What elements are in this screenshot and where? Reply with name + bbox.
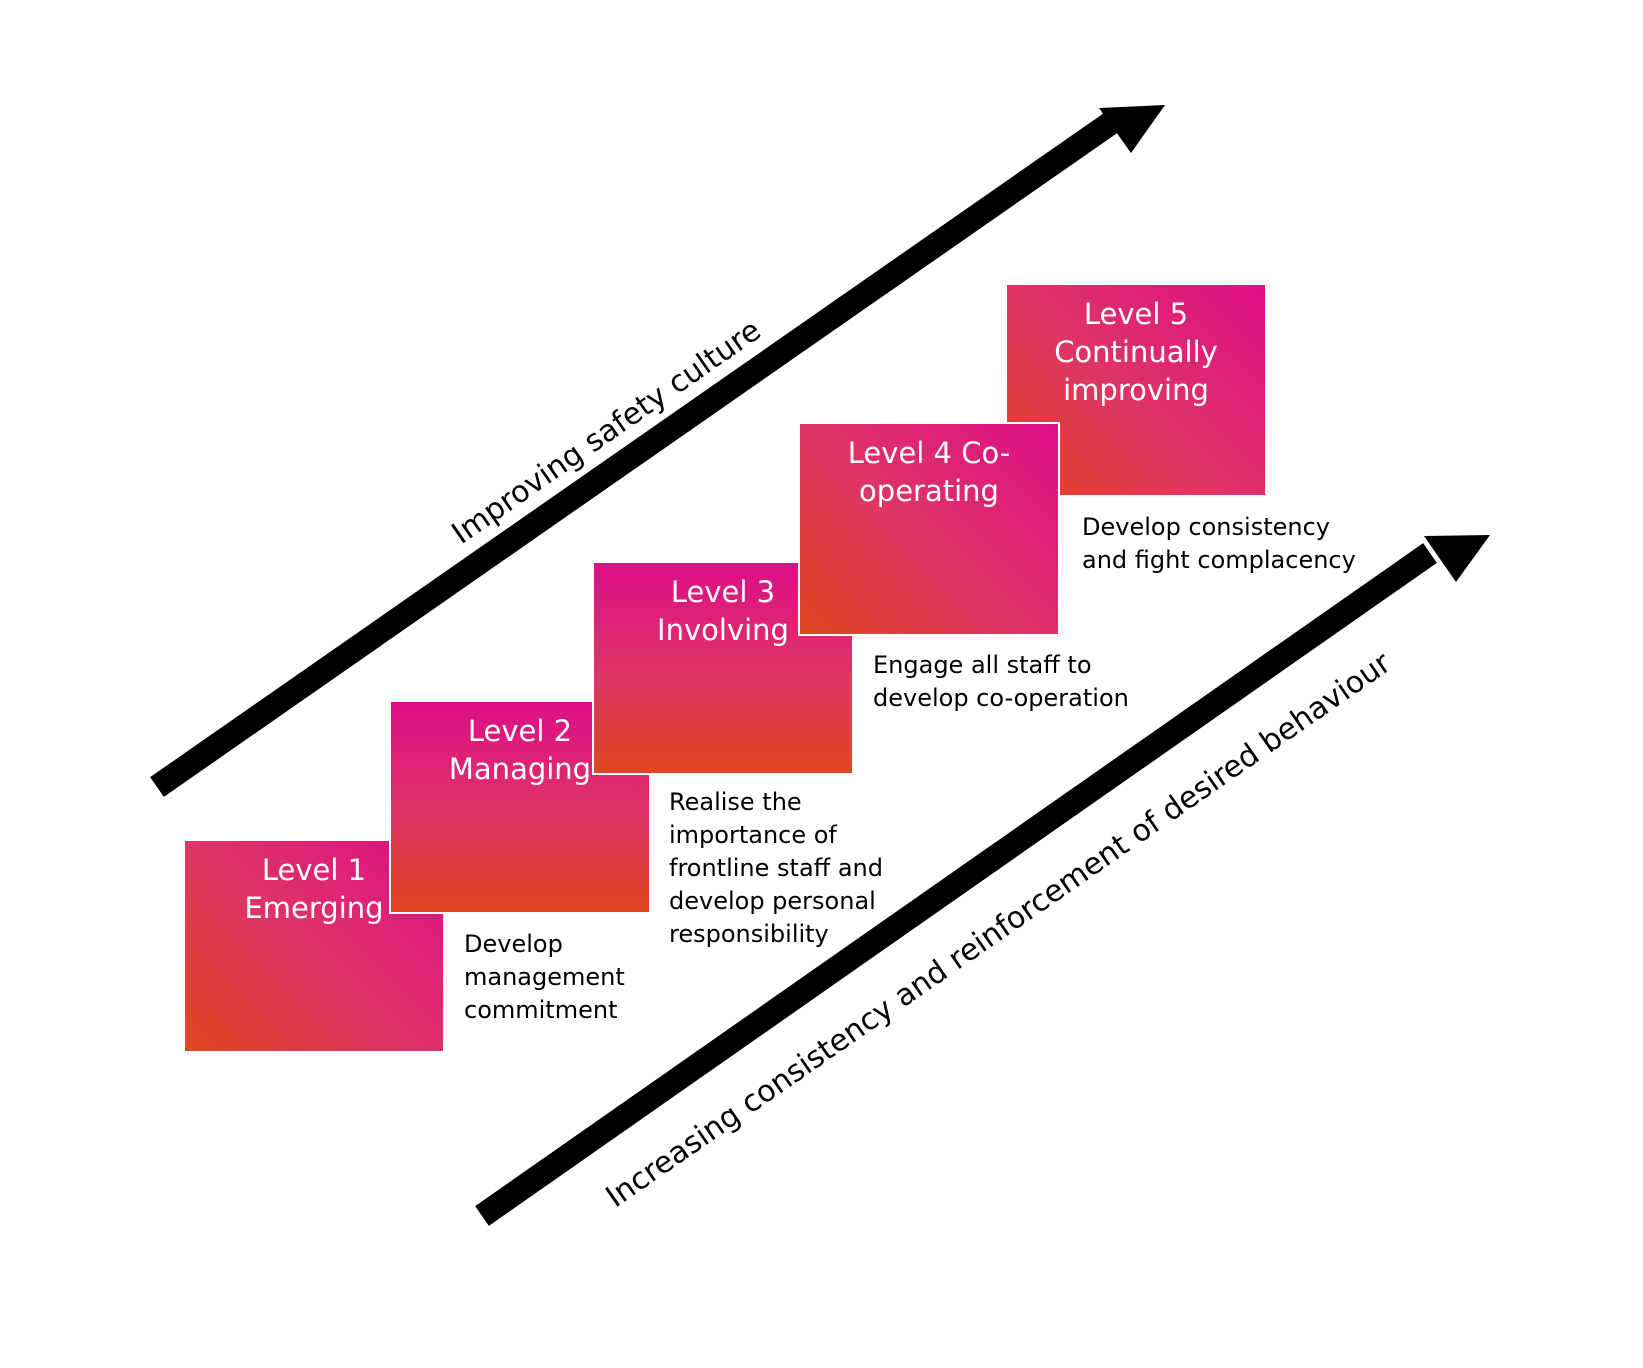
level-4-title: Level 4 Co- operating xyxy=(847,436,1011,508)
top-arrow-label: Improving safety culture xyxy=(446,313,768,552)
level-3-title: Level 3 Involving xyxy=(657,575,789,647)
level-1-description: Develop management commitment xyxy=(464,930,625,1024)
level-4-description: Engage all staff to develop co-operation xyxy=(873,651,1129,712)
level-3-description: Realise the importance of frontline staf… xyxy=(669,788,883,948)
level-1-title: Level 1 Emerging xyxy=(244,853,384,925)
level-3-box: Level 3 Involving xyxy=(592,561,854,775)
top-arrow-shaft xyxy=(150,110,1122,797)
level-4-box: Level 4 Co- operating xyxy=(798,422,1060,636)
level-2-title: Level 2 Managing xyxy=(448,714,592,786)
bottom-arrow-shaft xyxy=(475,543,1437,1226)
top-arrow-head xyxy=(1099,105,1165,153)
level-5-title: Level 5 Continually improving xyxy=(1054,297,1218,407)
bottom-arrow-head xyxy=(1424,535,1490,582)
level-5-description: Develop consistency and fight complacenc… xyxy=(1082,513,1356,574)
